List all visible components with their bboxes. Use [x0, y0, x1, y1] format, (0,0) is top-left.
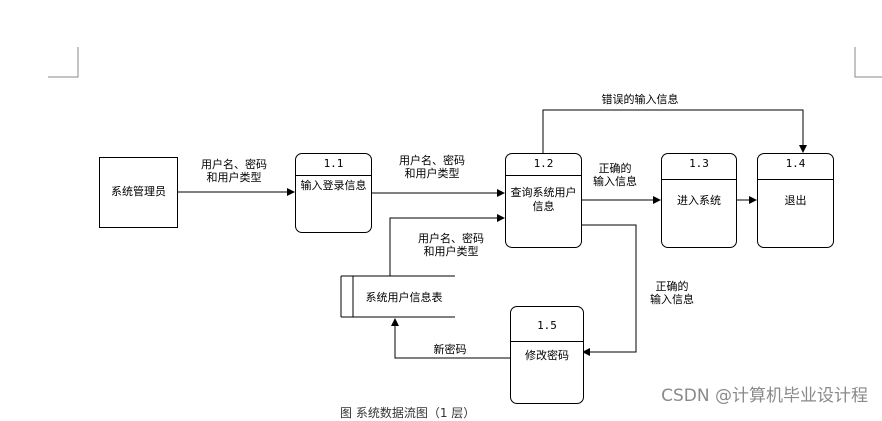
flow-label-line: 用户名、密码	[399, 154, 465, 167]
figure-caption: 图 系统数据流图（1 层）	[340, 406, 476, 420]
process-label: 修改密码	[525, 349, 569, 362]
flow-label-line: 用户名、密码	[418, 232, 484, 245]
process-label: 输入登录信息	[300, 179, 367, 192]
flow-store-to-p2	[389, 214, 505, 276]
external-entity-label: 系统管理员	[111, 185, 166, 198]
flow-p2-to-p5	[581, 224, 637, 356]
process-label: 退出	[784, 194, 807, 207]
flow-label-p5-to-store: 新密码	[433, 343, 467, 356]
process-label: 查询系统用户信息	[510, 186, 577, 213]
flow-label-p2-to-p3: 正确的 输入信息	[585, 162, 645, 188]
process-1-3: 1.3 进入系统	[661, 153, 737, 248]
flow-label-p2-to-p4: 错误的输入信息	[601, 93, 679, 106]
process-id: 1.1	[323, 157, 344, 170]
process-1-1: 1.1 输入登录信息	[295, 153, 372, 233]
flow-label-line: 和用户类型	[423, 245, 479, 258]
flow-label-admin-to-p1: 用户名、密码 和用户类型	[188, 158, 280, 184]
process-id: 1.5	[537, 319, 557, 332]
csdn-watermark: CSDN @计算机毕业设计程	[661, 386, 868, 406]
process-1-4: 1.4 退出	[757, 153, 834, 248]
crop-marks	[48, 47, 882, 78]
flow-p2-to-p4	[542, 109, 807, 153]
process-id: 1.3	[689, 157, 709, 170]
flow-label-line: 和用户类型	[206, 171, 262, 184]
flow-label-p2-to-p5: 正确的 输入信息	[642, 280, 702, 306]
data-store-label: 系统用户信息表	[365, 291, 443, 304]
flow-label-store-to-p2: 用户名、密码 和用户类型	[405, 232, 497, 258]
process-1-2: 1.2 查询系统用户信息	[505, 153, 582, 248]
process-1-5: 1.5 修改密码	[510, 306, 584, 404]
flow-label-line: 和用户类型	[404, 167, 460, 180]
flow-label-line: 正确的	[598, 162, 632, 175]
flow-label-p1-to-p2: 用户名、密码 和用户类型	[386, 154, 478, 180]
process-id: 1.2	[533, 157, 554, 170]
data-store-shape	[340, 275, 455, 318]
process-id: 1.4	[785, 157, 806, 170]
external-entity-admin: 系统管理员	[99, 157, 178, 228]
flow-label-line: 输入信息	[593, 175, 637, 188]
process-label: 进入系统	[677, 194, 721, 207]
diagram-canvas	[48, 47, 882, 359]
flow-label-line: 输入信息	[650, 293, 694, 306]
flow-label-line: 正确的	[655, 280, 689, 293]
flow-p5-to-store	[391, 318, 510, 359]
flow-label-line: 用户名、密码	[201, 158, 267, 171]
